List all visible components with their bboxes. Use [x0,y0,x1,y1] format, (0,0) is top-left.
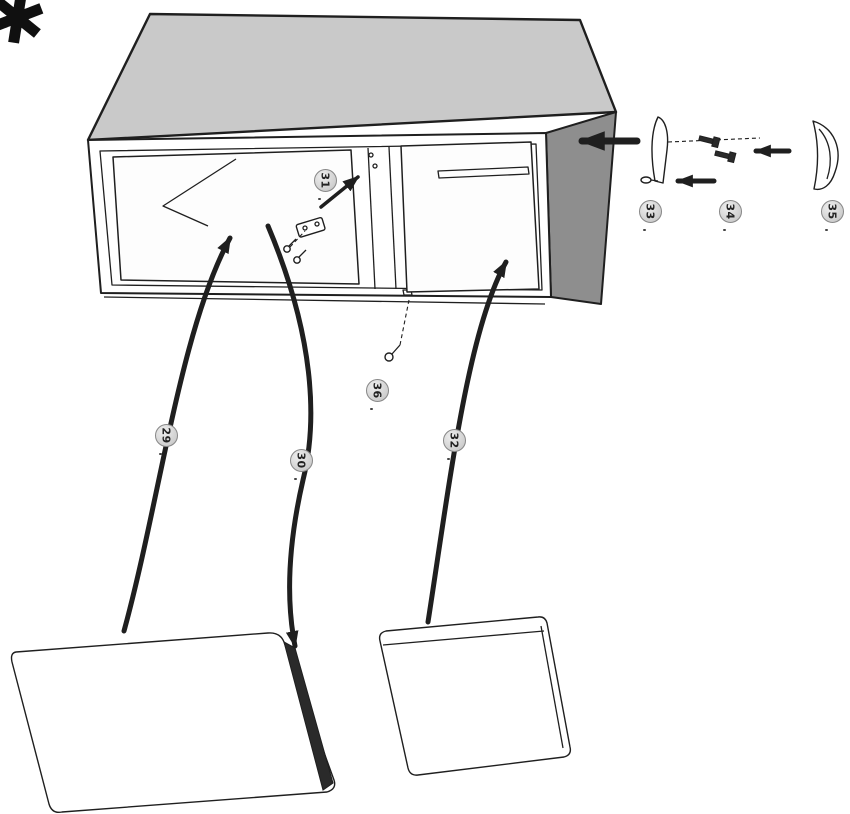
door-32-panel [378,616,572,776]
callout-32: 32 [443,429,466,460]
callout-33: 33 [639,200,662,231]
door-32-top-bevel [382,630,545,646]
left-compartment-detail-line [162,158,237,227]
hinge-axis-line [667,137,761,143]
arrow-door-32 [425,259,509,625]
cabinet [86,12,618,305]
hinge-pin-link [650,179,659,182]
callout-36: 36 [366,379,389,410]
callout-30: 30 [290,449,313,480]
callout-31: 31 [314,169,337,200]
callout-label: 30 [295,452,308,469]
bracket-hole-2 [314,221,320,227]
right-compartment-slot [437,166,530,179]
screw-36-leader [399,299,410,346]
left-compartment-opening [112,149,360,285]
divider-right-line [388,146,397,290]
cabinet-bottom-edge [103,296,546,305]
screw-36-head [384,352,394,362]
bracket-part-31 [283,216,326,264]
door-29-panel [10,632,336,814]
divider-left-line [367,147,376,290]
divider-screw-hole-top [368,152,374,158]
hinge-cover-inner-line [818,128,831,180]
callout-35: 35 [821,200,844,231]
callout-label: 31 [319,172,332,189]
divider-screw-hole-mid [372,163,378,169]
callout-label: 32 [448,432,461,449]
door-32-right-bevel [540,625,564,749]
door-29 [10,632,336,814]
right-compartment-opening [400,141,540,293]
hinge-bracket-33 [651,116,669,184]
front-frame-line [99,143,543,291]
hinge-parts [640,116,839,191]
callout-29: 29 [155,424,178,455]
bracket-screw-2 [293,249,307,264]
callout-label: 33 [644,203,657,220]
callout-34: 34 [719,200,742,231]
bracket-hole-1 [302,225,308,231]
callout-label: 34 [724,203,737,220]
hinge-cover-35 [812,120,839,191]
doors [10,616,572,814]
screw-36-shaft [391,344,401,355]
callout-label: 36 [371,382,384,399]
arrow-bracket-31 [319,175,360,209]
bracket-screw-leader [289,230,306,248]
bracket-screw-1 [283,238,297,253]
door-32 [378,616,572,776]
screw-34-b [714,150,737,164]
screw-part-36 [384,299,410,362]
screw-34-a [698,135,721,149]
arrow-door-29 [121,235,233,634]
callout-label: 35 [826,203,839,220]
callout-label: 29 [160,427,173,444]
